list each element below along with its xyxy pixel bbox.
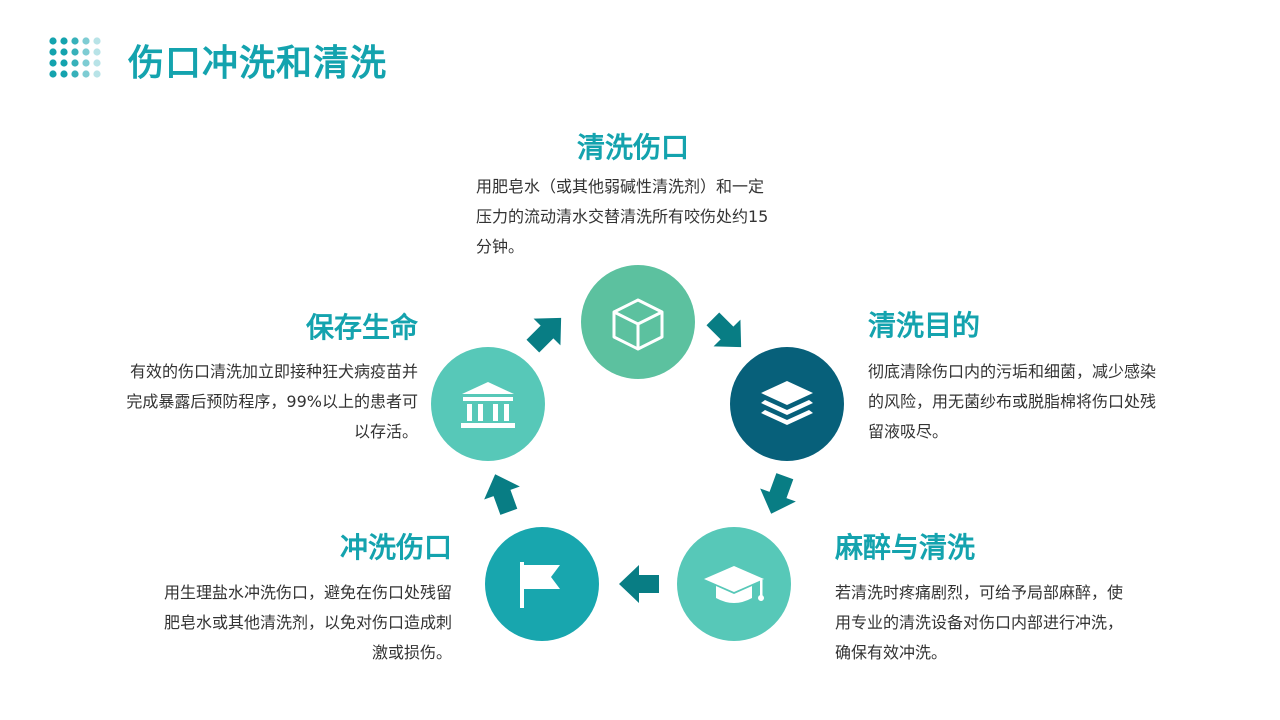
logo-dot [82, 70, 90, 78]
step-text-clean-purpose: 彻底清除伤口内的污垢和细菌，减少感染 的风险，用无菌纱布或脱脂棉将伤口处残 留液… [868, 357, 1208, 447]
step-circle-clean-wound [581, 265, 695, 379]
logo-dot [93, 70, 101, 78]
cycle-arrow-2 [706, 312, 742, 348]
step-text-clean-wound: 用肥皂水（或其他弱碱性清洗剂）和一定 压力的流动清水交替清洗所有咬伤处约15 分… [476, 172, 816, 262]
logo-dot [82, 59, 90, 67]
text-line: 压力的流动清水交替清洗所有咬伤处约15 [476, 207, 769, 226]
logo-dot [71, 70, 79, 78]
text-line: 有效的伤口清洗加立即接种狂犬病疫苗并 [129, 362, 418, 381]
text-line: 用肥皂水（或其他弱碱性清洗剂）和一定 [476, 177, 765, 196]
logo-dot [60, 59, 68, 67]
logo-dot [60, 48, 68, 56]
text-line: 用专业的清洗设备对伤口内部进行冲洗， [835, 613, 1124, 632]
logo-dot [93, 48, 101, 56]
logo-dot [71, 59, 79, 67]
text-line: 若清洗时疼痛剧烈，可给予局部麻醉，使 [835, 583, 1124, 602]
graduation-cap-icon [704, 566, 764, 603]
layers-icon [761, 381, 813, 425]
logo-dot [71, 37, 79, 45]
step-circle-anesthesia-clean [677, 527, 791, 641]
step-heading-rinse-wound: 冲洗伤口 [339, 531, 452, 564]
logo-dot [82, 48, 90, 56]
logo-dot [60, 37, 68, 45]
step-heading-save-life: 保存生命 [305, 311, 418, 344]
text-line: 的风险，用无菌纱布或脱脂棉将伤口处残 [868, 392, 1157, 411]
step-heading-clean-wound: 清洗伤口 [577, 131, 690, 164]
step-heading-anesthesia-clean: 麻醉与清洗 [835, 531, 976, 564]
logo-dot [49, 59, 57, 67]
logo-dots-icon [49, 37, 101, 78]
circle-save-life [431, 347, 545, 461]
step-text-anesthesia-clean: 若清洗时疼痛剧烈，可给予局部麻醉，使 用专业的清洗设备对伤口内部进行冲洗， 确保… [835, 578, 1175, 668]
step-text-rinse-wound: 用生理盐水冲洗伤口，避免在伤口处残留 肥皂水或其他清洗剂，以免对伤口造成刺 激或… [112, 578, 452, 668]
step-circle-save-life [431, 347, 545, 461]
logo-dot [49, 48, 57, 56]
cycle-arrow-5 [484, 474, 520, 515]
logo-dot [82, 37, 90, 45]
bank-icon [461, 382, 515, 428]
cycle-arrow-1 [526, 317, 562, 353]
logo-dot [93, 59, 101, 67]
cycle-arrow-3 [760, 473, 796, 514]
logo-dot [60, 70, 68, 78]
text-line: 分钟。 [476, 237, 525, 256]
flag-icon [520, 562, 560, 608]
text-line: 完成暴露后预防程序，99%以上的患者可 [126, 392, 418, 411]
cycle-arrow-4 [619, 565, 659, 603]
step-text-save-life: 有效的伤口清洗加立即接种狂犬病疫苗并 完成暴露后预防程序，99%以上的患者可 以… [78, 357, 418, 447]
page-title: 伤口冲洗和清洗 [128, 43, 388, 84]
step-heading-clean-purpose: 清洗目的 [868, 309, 981, 342]
logo-dot [49, 70, 57, 78]
cube-icon [612, 298, 664, 351]
text-line: 肥皂水或其他清洗剂，以免对伤口造成刺 [163, 613, 452, 632]
text-line: 用生理盐水冲洗伤口，避免在伤口处残留 [163, 583, 452, 602]
logo-dot [93, 37, 101, 45]
text-line: 彻底清除伤口内的污垢和细菌，减少感染 [868, 362, 1157, 381]
logo-dot [71, 48, 79, 56]
text-line: 确保有效冲洗。 [835, 643, 948, 662]
text-line: 激或损伤。 [371, 643, 452, 662]
text-line: 留液吸尽。 [868, 422, 949, 441]
step-circle-clean-purpose [730, 347, 844, 461]
text-line: 以存活。 [353, 422, 418, 441]
logo-dot [49, 37, 57, 45]
circle-clean-wound [581, 265, 695, 379]
step-circle-rinse-wound [485, 527, 599, 641]
